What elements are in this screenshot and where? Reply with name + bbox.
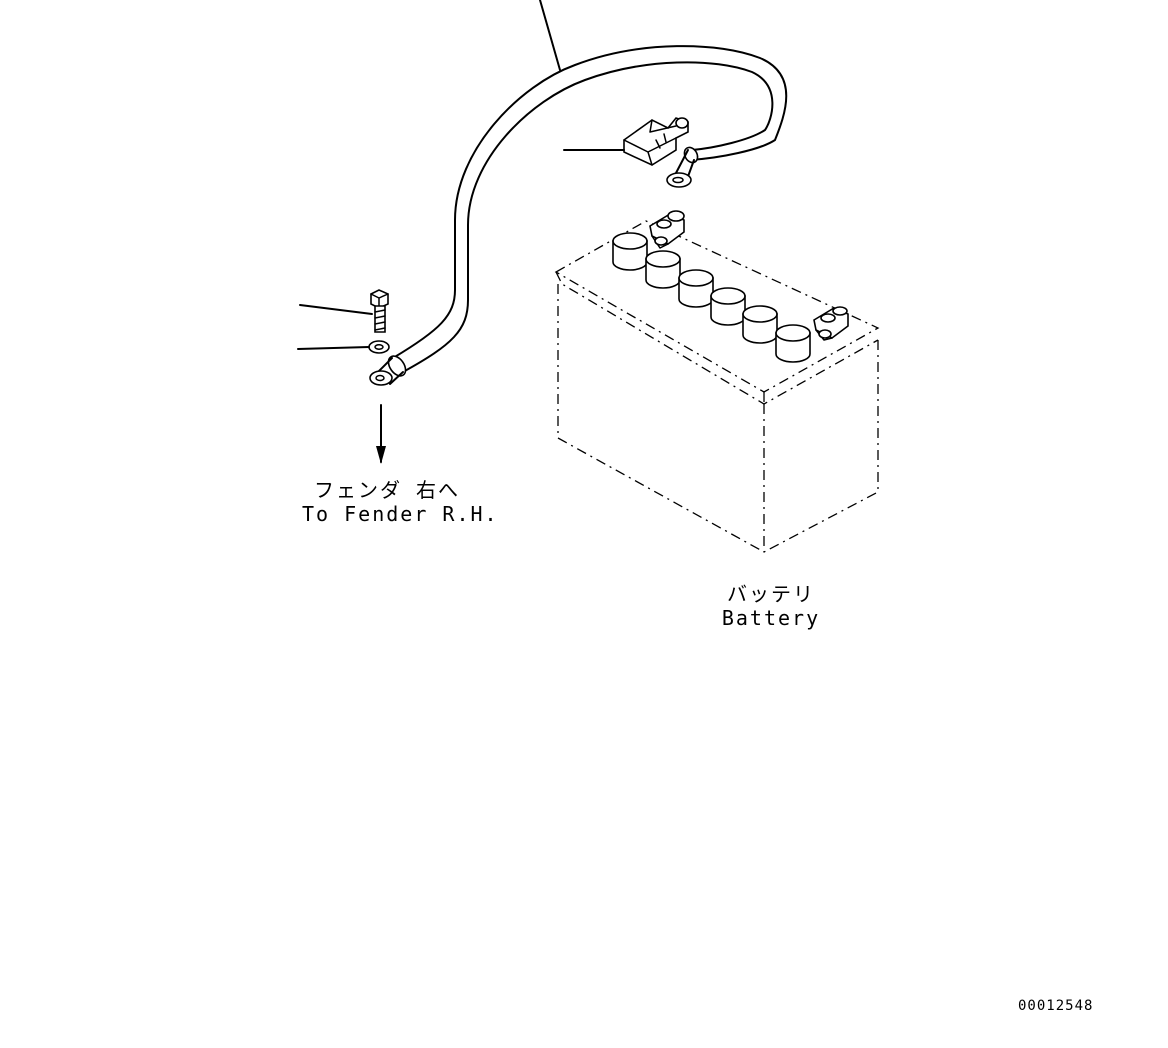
washer bbox=[297, 340, 390, 354]
battery-label-jp: バッテリ bbox=[727, 582, 815, 606]
fender-label: フェンダ 右へ To Fender R.H. bbox=[302, 478, 499, 526]
battery bbox=[554, 210, 880, 553]
right-ring-terminal bbox=[666, 146, 699, 188]
battery-cell-caps bbox=[612, 232, 811, 363]
fender-label-en: To Fender R.H. bbox=[302, 502, 499, 526]
battery-post-positive bbox=[813, 306, 849, 341]
bolt bbox=[299, 289, 389, 333]
battery-label-en: Battery bbox=[721, 606, 821, 630]
left-ring-terminal bbox=[369, 355, 407, 386]
battery-label: バッテリ Battery bbox=[716, 582, 826, 630]
ground-cable bbox=[392, 0, 788, 373]
arrow-down-icon bbox=[376, 404, 386, 464]
drawing-id: 00012548 bbox=[1018, 998, 1094, 1014]
battery-post-negative bbox=[649, 210, 685, 249]
fender-label-jp: フェンダ 右へ bbox=[313, 478, 461, 502]
terminal-cover bbox=[563, 117, 689, 166]
